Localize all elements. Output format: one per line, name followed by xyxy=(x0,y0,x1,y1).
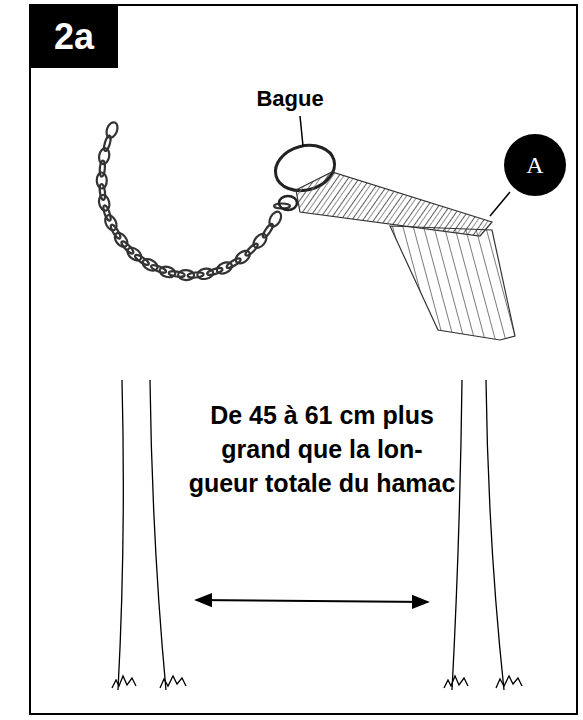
frame xyxy=(30,5,577,714)
hammock-bed xyxy=(390,226,515,340)
small-ring xyxy=(279,196,297,210)
leader-line xyxy=(300,116,303,146)
tree-trunk xyxy=(112,380,186,690)
part-name: Bague xyxy=(230,86,350,112)
leader-line xyxy=(490,192,510,216)
dimension-note: De 45 à 61 cm plus grand que la lon- gue… xyxy=(186,398,458,500)
figure-number-box: 2a xyxy=(30,5,118,68)
callout-circle: A xyxy=(503,133,567,197)
chain xyxy=(97,121,290,281)
figure-number: 2a xyxy=(54,16,94,58)
dimension-arrow xyxy=(196,600,428,602)
callout-letter: A xyxy=(526,152,543,179)
